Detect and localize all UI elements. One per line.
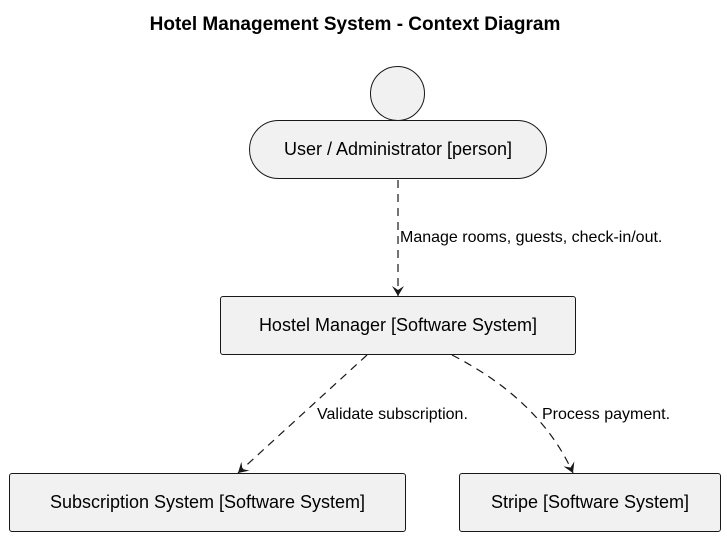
node-stripe[interactable]: Stripe [Software System] xyxy=(459,473,721,532)
diagram-title: Hotel Management System - Context Diagra… xyxy=(149,14,561,35)
edge-label-user-to-manager: Manage rooms, guests, check-in/out. xyxy=(400,229,663,246)
node-hostel-manager[interactable]: Hostel Manager [Software System] xyxy=(220,296,576,355)
node-label: User / Administrator [person] xyxy=(283,139,513,159)
edge-label-manager-to-subscription: Validate subscription. xyxy=(317,406,468,423)
edge-manager-to-stripe xyxy=(451,354,575,474)
edge-label-manager-to-stripe: Process payment. xyxy=(542,406,671,423)
node-label: Subscription System [Software System] xyxy=(49,492,366,512)
node-label: Stripe [Software System] xyxy=(490,492,690,512)
node-user-administrator[interactable]: User / Administrator [person] xyxy=(249,120,547,179)
node-subscription-system[interactable]: Subscription System [Software System] xyxy=(9,473,406,532)
edge-manager-to-subscription xyxy=(237,354,368,474)
person-head-icon xyxy=(370,66,425,121)
node-label: Hostel Manager [Software System] xyxy=(258,315,538,335)
